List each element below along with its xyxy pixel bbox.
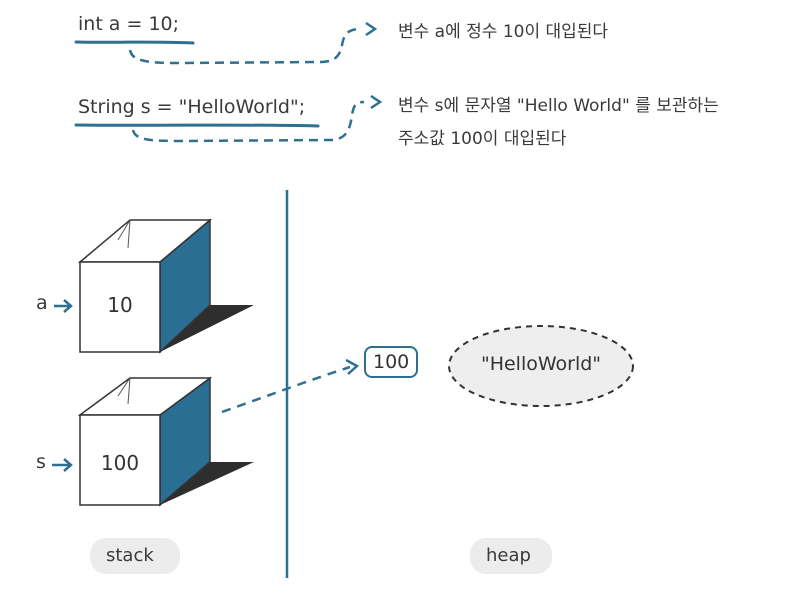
heap-address-box: 100	[364, 346, 419, 378]
code-line-string: String s = "HelloWorld";	[78, 96, 306, 118]
heap-caption-highlight	[470, 538, 552, 574]
note1-arrowhead	[365, 21, 378, 37]
heap-caption: heap	[486, 545, 531, 566]
box-a-inner-edge	[117, 219, 131, 249]
pointer-a-label: a	[36, 292, 48, 314]
note-assign-string-line2: 주소값 100이 대입된다	[398, 129, 567, 149]
box-a-value: 10	[107, 293, 133, 317]
code-line-int: int a = 10;	[78, 13, 180, 35]
code-line2-underline	[74, 123, 320, 128]
stack-box-a	[77, 218, 254, 354]
heap-object-outline	[448, 325, 634, 407]
note1-connector	[128, 27, 359, 65]
note2-connector	[131, 100, 365, 143]
box-a-front	[79, 261, 161, 353]
box-s-front	[79, 414, 161, 506]
code-line1-underline	[74, 40, 195, 45]
reference-arrow	[221, 365, 351, 414]
heap-string-value: "HelloWorld"	[480, 353, 602, 375]
pointer-s-label: s	[36, 451, 46, 473]
note-assign-string-line1: 변수 s에 문자열 "Hello World" 를 보관하는	[398, 96, 719, 116]
box-s-inner-edge	[117, 377, 131, 405]
note-assign-int: 변수 a에 정수 10이 대입된다	[398, 22, 609, 42]
note2-arrowhead	[370, 94, 383, 110]
stack-box-s	[77, 376, 254, 507]
stack-caption-highlight	[90, 538, 180, 574]
pointer-s-arrow	[52, 458, 73, 472]
stack-caption: stack	[106, 545, 154, 566]
reference-arrowhead	[345, 358, 360, 375]
box-s-value: 100	[100, 451, 140, 475]
pointer-a-arrow	[54, 299, 73, 313]
